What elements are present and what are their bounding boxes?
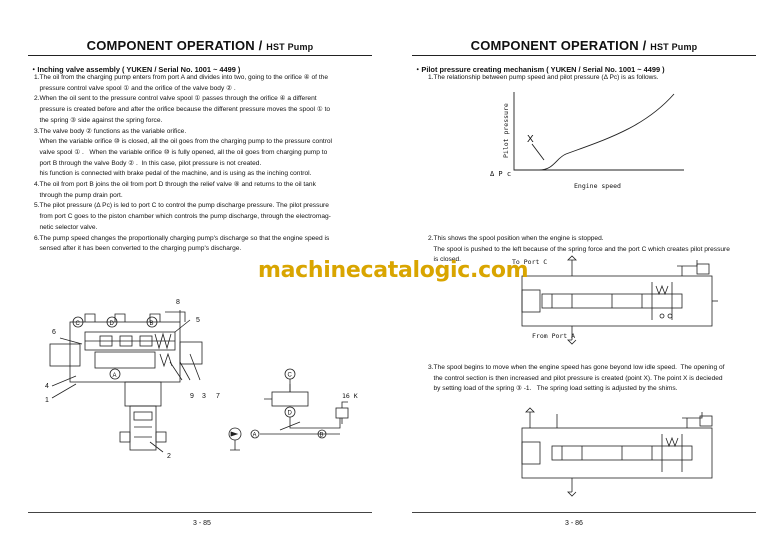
callout-4: 4 <box>45 383 49 390</box>
page-number: 3 - 85 <box>193 520 211 527</box>
watermark-text: machinecatalogic.com <box>258 258 529 283</box>
right-page-title: COMPONENT OPERATION / HST Pump <box>414 38 754 53</box>
para-3-line: 3.The spool begins to move when the engi… <box>428 364 725 371</box>
graph-y-label: Pilot pressure <box>502 103 510 158</box>
callout-1: 1 <box>45 397 49 404</box>
para-2-line: 2.This shows the spool position when the… <box>428 235 604 242</box>
callout-5: 5 <box>196 317 200 324</box>
callout-9: 9 <box>190 393 194 400</box>
port-a-label: A <box>113 373 117 379</box>
body-text-line: netic selector valve. <box>34 223 98 231</box>
title-sub: HST Pump <box>266 42 314 52</box>
body-text-line: through the pump drain port. <box>34 191 123 199</box>
footer-rule <box>412 512 756 513</box>
body-text: 1.The oil from the charging pump enters … <box>34 73 374 255</box>
para-2: 2.This shows the spool position when the… <box>428 234 758 266</box>
footer-rule <box>28 512 372 513</box>
para-2-line: The spool is pushed to the left because … <box>428 245 730 253</box>
spool-figure-moving <box>521 407 713 497</box>
from-port-a-label: From Port A <box>532 332 575 340</box>
callout-2: 2 <box>167 453 171 460</box>
body-text-line: 6.The pump speed changes the proportiona… <box>34 234 330 242</box>
body-text-line: 3.The valve body ② functions as the vari… <box>34 127 187 135</box>
callout-7: 7 <box>216 393 220 400</box>
title-sub: HST Pump <box>650 42 698 52</box>
relief-label: 16 K <box>342 392 358 400</box>
schem-port-c: C <box>288 373 293 379</box>
to-port-c-label: To Port C <box>512 258 547 266</box>
body-text-line: 2.When the oil sent to the pressure cont… <box>34 95 317 103</box>
port-c-label: C <box>76 321 81 327</box>
body-text-line: pressure is created before and after the… <box>34 106 331 114</box>
para-3-line: the control section is then increased an… <box>428 374 723 382</box>
body-text-line: from port C goes to the piston chamber w… <box>34 213 331 221</box>
graph-x-label: Engine speed <box>574 182 621 190</box>
title-separator: / <box>642 38 647 53</box>
schem-port-b: B <box>320 433 324 439</box>
callout-3: 3 <box>202 393 206 400</box>
callout-8: 8 <box>176 299 180 306</box>
body-text-line: valve spool ① . When the variable orific… <box>34 148 328 156</box>
body-text-line: sensed after it has been converted to th… <box>34 245 242 253</box>
body-text-line: port B through the valve Body ② . In thi… <box>34 159 262 167</box>
intro-text: 1.The relationship between pump speed an… <box>428 74 659 81</box>
pilot-pressure-graph: Pilot pressure X Δ P c Engine speed <box>490 92 684 190</box>
schem-port-a: A <box>253 433 257 439</box>
schem-port-d: D <box>288 411 293 417</box>
title-main: COMPONENT OPERATION <box>470 38 639 53</box>
body-text-line: pressure control valve spool ① and the o… <box>34 84 236 92</box>
section-title: ・Inching valve assembly ( YUKEN / Serial… <box>30 65 241 74</box>
title-rule <box>28 55 372 56</box>
left-page-title: COMPONENT OPERATION / HST Pump <box>30 38 370 53</box>
callout-6: 6 <box>52 329 56 336</box>
port-b-label: B <box>150 321 154 327</box>
body-text-line: 5.The pilot pressure (Δ Pc) is led to po… <box>34 202 329 210</box>
left-page: COMPONENT OPERATION / HST Pump ・Inching … <box>28 38 374 527</box>
spool-figure-stopped: To Port C From Port A <box>512 255 718 345</box>
delta-pc-label: Δ P c <box>490 170 511 178</box>
body-text-line: When the variable orifice ⑩ is closed, a… <box>34 138 333 146</box>
right-page: COMPONENT OPERATION / HST Pump ・Pilot pr… <box>384 0 768 543</box>
title-rule <box>412 55 756 56</box>
page-number: 3 - 86 <box>565 520 583 527</box>
inching-valve-diagram: 8 5 6 4 1 9 3 7 2 C D B A <box>45 299 358 460</box>
body-text-line: the spring ③ side against the spring for… <box>34 116 163 124</box>
section-title: ・Pilot pressure creating mechanism ( YUK… <box>414 65 665 74</box>
para-2-line: is closed. <box>428 256 461 264</box>
para-3: 3.The spool begins to move when the engi… <box>428 363 758 395</box>
point-x-label: X <box>527 134 534 145</box>
body-text-line: 1.The oil from the charging pump enters … <box>34 74 328 81</box>
body-text-line: his function is connected with brake ped… <box>34 170 312 178</box>
body-text-line: 4.The oil from port B joins the oil from… <box>34 181 316 189</box>
title-separator: / <box>258 38 263 53</box>
title-main: COMPONENT OPERATION <box>86 38 255 53</box>
port-d-label: D <box>110 321 115 327</box>
para-3-line: by setting load of the spring ③ -1. The … <box>428 385 678 393</box>
